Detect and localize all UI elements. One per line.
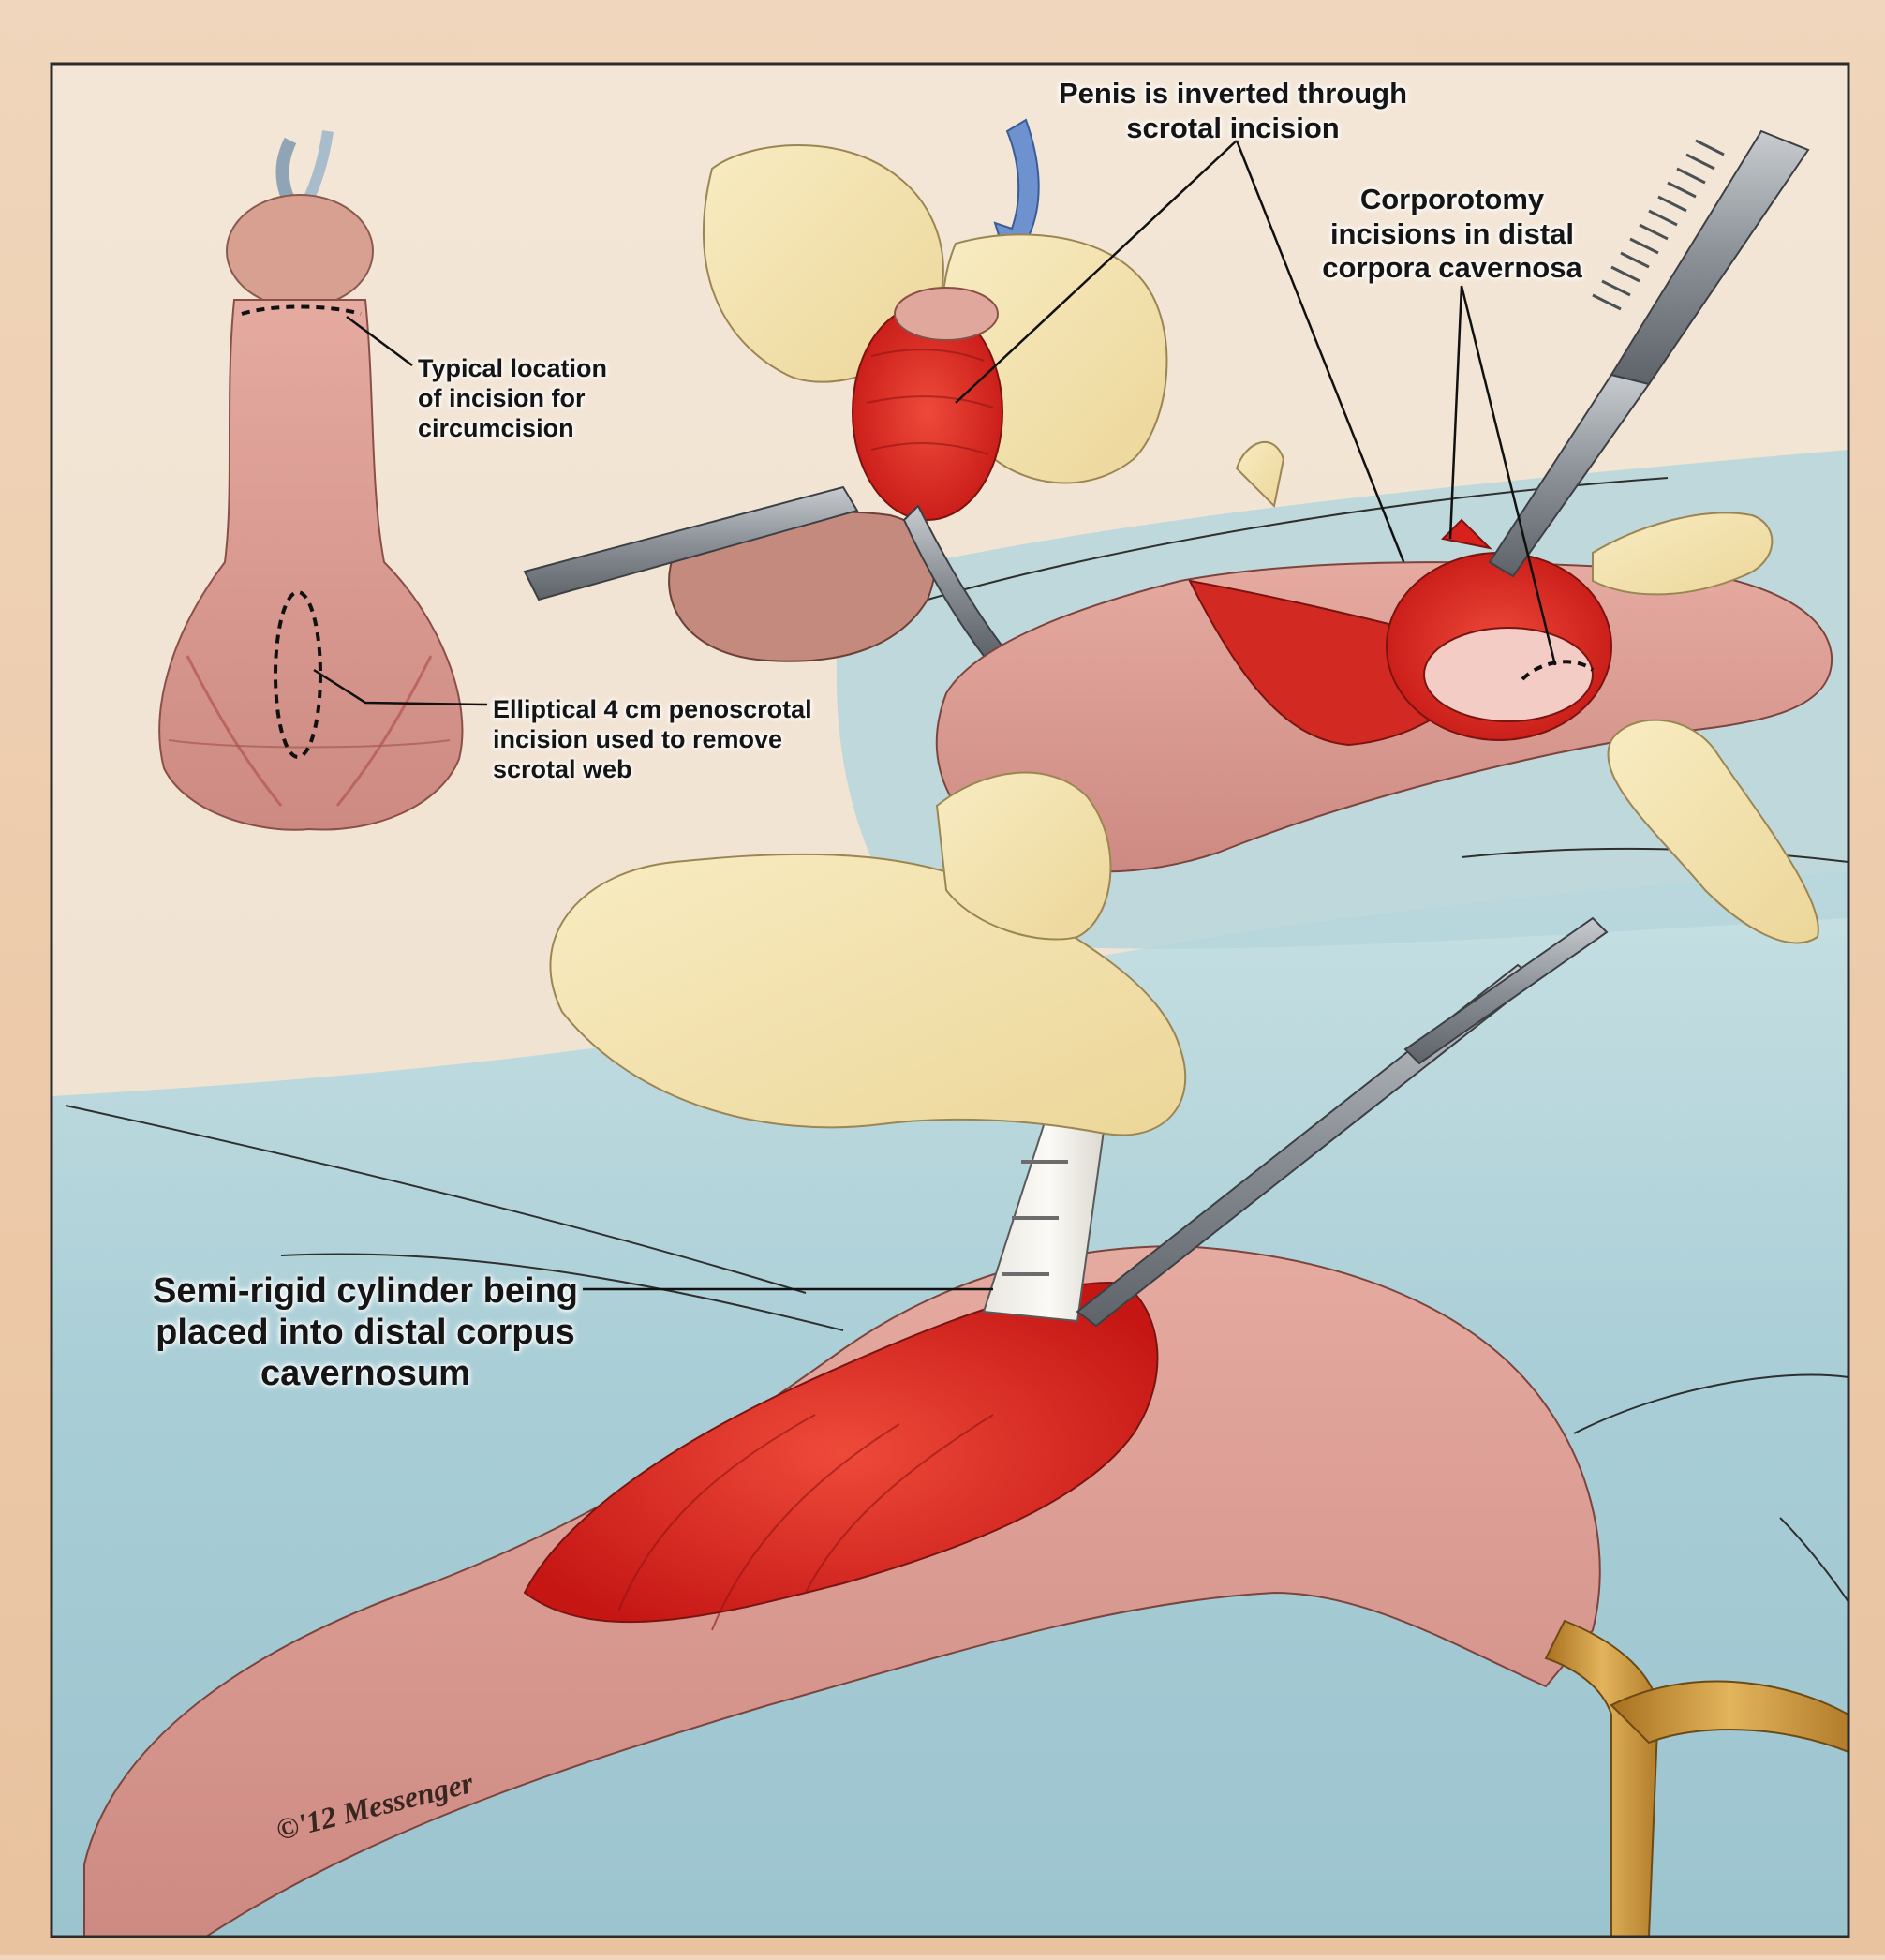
penis-diagram (158, 130, 464, 831)
leader-typical (346, 315, 413, 367)
label-typical-incision: Typical location of incision for circumc… (418, 354, 608, 442)
corporotomy-scene (935, 129, 1833, 944)
leader-corporotomy (1448, 285, 1557, 666)
label-semi-rigid-cylinder: Semi-rigid cylinder being placed into di… (153, 1271, 578, 1394)
label-elliptical-incision: Elliptical 4 cm penoscrotal incision use… (493, 695, 812, 783)
circumcision-incision-line (241, 304, 362, 316)
corporotomy-incision-line (1521, 660, 1595, 681)
leader-penis-inverted (955, 140, 1435, 638)
cylinder-scene (83, 771, 1848, 1937)
inversion-scene (523, 118, 1285, 662)
leader-elliptical (313, 668, 488, 706)
illustration-frame (50, 62, 1850, 1938)
label-penis-inverted: Penis is inverted through scrotal incisi… (1058, 77, 1408, 144)
label-corporotomy: Corporotomy incisions in distal corpora … (1322, 183, 1582, 285)
